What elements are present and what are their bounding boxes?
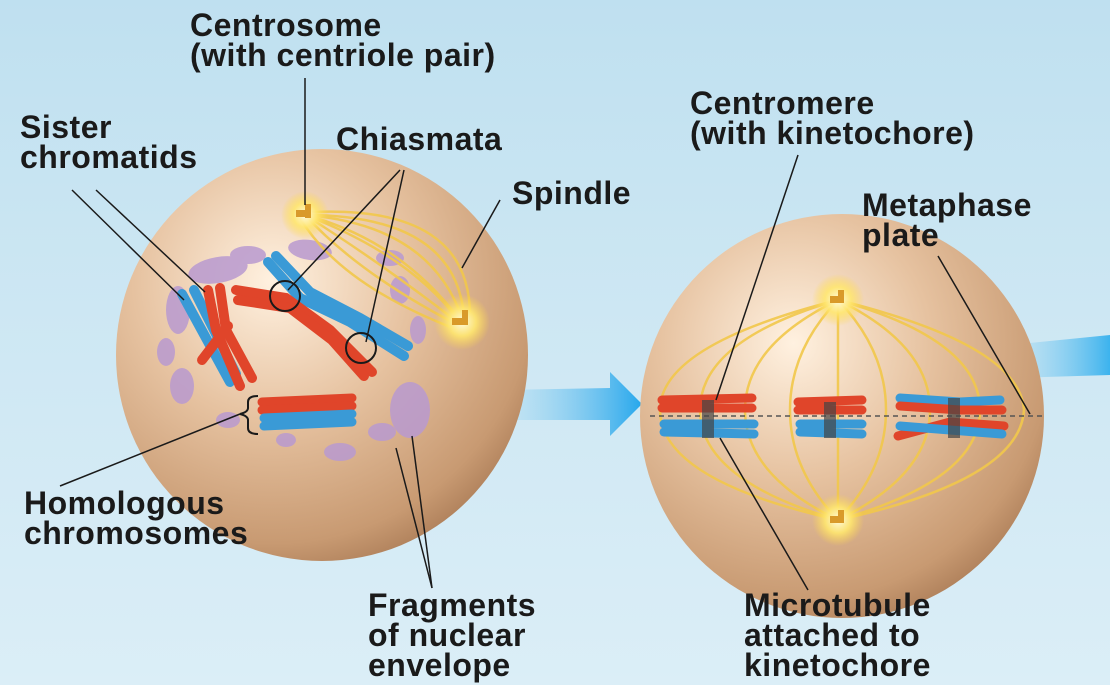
label-centrosome-line-1: Centrosome bbox=[190, 10, 496, 40]
label-homologous-line-1: Homologous bbox=[24, 488, 248, 518]
label-homologous-line-2: chromosomes bbox=[24, 518, 248, 548]
label-metaphase-plate: Metaphase plate bbox=[862, 190, 1032, 250]
label-spindle: Spindle bbox=[512, 178, 631, 208]
label-metaphase-plate-line-1: Metaphase bbox=[862, 190, 1032, 220]
label-microtubule: Microtubule attached to kinetochore bbox=[744, 590, 931, 680]
label-microtubule-line-2: attached to bbox=[744, 620, 931, 650]
label-sister-chromatids: Sister chromatids bbox=[20, 112, 197, 172]
centrosome-2 bbox=[434, 294, 490, 350]
chromosome-pair-c bbox=[262, 398, 352, 426]
label-chiasmata-line-1: Chiasmata bbox=[336, 124, 502, 154]
label-homologous-chromosomes: Homologous chromosomes bbox=[24, 488, 248, 548]
label-sister-chromatids-line-1: Sister bbox=[20, 112, 197, 142]
label-microtubule-line-1: Microtubule bbox=[744, 590, 931, 620]
label-centrosome-line-2: (with centriole pair) bbox=[190, 40, 496, 70]
label-fragments-line-2: of nuclear bbox=[368, 620, 536, 650]
label-centromere-line-2: (with kinetochore) bbox=[690, 118, 975, 148]
centrosome-3 bbox=[812, 274, 864, 326]
label-spindle-line-1: Spindle bbox=[512, 178, 631, 208]
label-centrosome: Centrosome (with centriole pair) bbox=[190, 10, 496, 70]
label-chiasmata: Chiasmata bbox=[336, 124, 502, 154]
label-sister-chromatids-line-2: chromatids bbox=[20, 142, 197, 172]
cell-metaphase-i bbox=[640, 214, 1045, 618]
label-microtubule-line-3: kinetochore bbox=[744, 650, 931, 680]
label-fragments: Fragments of nuclear envelope bbox=[368, 590, 536, 680]
centrosome-4 bbox=[812, 494, 864, 546]
label-fragments-line-1: Fragments bbox=[368, 590, 536, 620]
label-metaphase-plate-line-2: plate bbox=[862, 220, 1032, 250]
label-centromere: Centromere (with kinetochore) bbox=[690, 88, 975, 148]
label-fragments-line-3: envelope bbox=[368, 650, 536, 680]
label-centromere-line-1: Centromere bbox=[690, 88, 975, 118]
